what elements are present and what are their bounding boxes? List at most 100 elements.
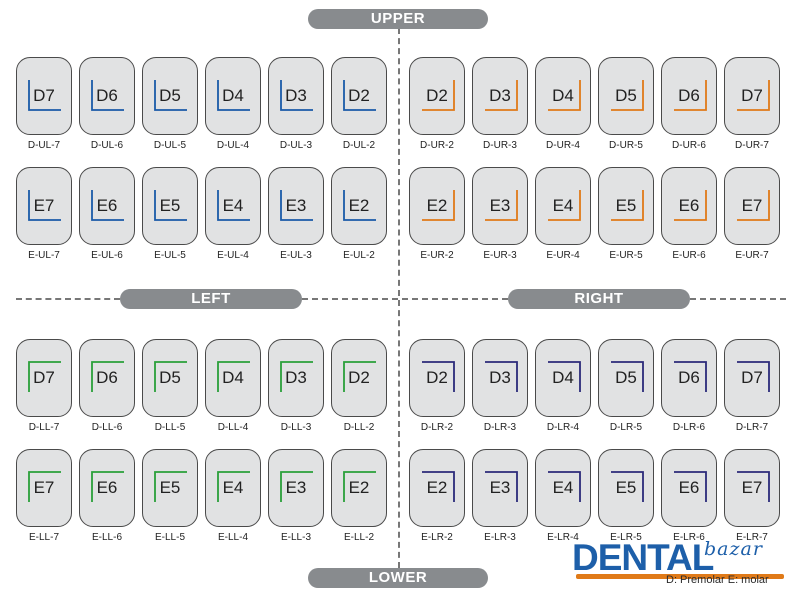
tooth-ur-e-5[interactable]: E7 (724, 167, 780, 245)
tooth-ul-e-2[interactable]: E5 (142, 167, 198, 245)
tooth-label: D-LR-3 (483, 422, 517, 433)
tooth-ll-d-5[interactable]: D2 (331, 339, 387, 417)
tooth-ur-e-4[interactable]: E6 (661, 167, 717, 245)
tooth-label: E-LL-3 (280, 532, 311, 543)
quadrant-bracket-icon (153, 360, 189, 394)
tooth-lr-e-4[interactable]: E6 (661, 449, 717, 527)
heading-lower: LOWER (308, 568, 488, 588)
quadrant-bracket-icon (27, 78, 63, 112)
tooth-label: D-UR-2 (420, 140, 454, 151)
tooth-code: D6 (678, 368, 700, 387)
tooth-label: D-LL-3 (280, 422, 312, 433)
tooth-code: E6 (678, 196, 700, 215)
tooth-code: E6 (678, 478, 700, 497)
tooth-ul-e-3[interactable]: E4 (205, 167, 261, 245)
quadrant-bracket-icon (420, 78, 456, 112)
tooth-label: D-UL-7 (27, 140, 61, 151)
quadrant-bracket-icon (420, 360, 456, 394)
tooth-label: E-UL-2 (343, 250, 375, 261)
logo-sub-text: bazar (704, 538, 763, 560)
tooth-ll-d-4[interactable]: D3 (268, 339, 324, 417)
tooth-code: D7 (33, 86, 55, 105)
tooth-lr-e-2[interactable]: E4 (535, 449, 591, 527)
tooth-lr-d-4[interactable]: D6 (661, 339, 717, 417)
tooth-ll-d-2[interactable]: D5 (142, 339, 198, 417)
tooth-label: D-LL-4 (217, 422, 249, 433)
tooth-lr-d-2[interactable]: D4 (535, 339, 591, 417)
quadrant-bracket-icon (90, 78, 126, 112)
quadrant-bracket-icon (279, 78, 315, 112)
tooth-label: E-UL-4 (217, 250, 249, 261)
tooth-ur-d-1[interactable]: D3 (472, 57, 528, 135)
quadrant-bracket-icon (672, 360, 708, 394)
tooth-label: E-UL-6 (91, 250, 123, 261)
tooth-label: E-UR-4 (546, 250, 580, 261)
tooth-ll-e-5[interactable]: E2 (331, 449, 387, 527)
tooth-code: D2 (348, 86, 370, 105)
tooth-code: E2 (426, 478, 448, 497)
tooth-code: D6 (96, 86, 118, 105)
tooth-code: E2 (348, 196, 370, 215)
tooth-lr-d-5[interactable]: D7 (724, 339, 780, 417)
tooth-lr-d-1[interactable]: D3 (472, 339, 528, 417)
tooth-code: D3 (489, 86, 511, 105)
tooth-ur-e-0[interactable]: E2 (409, 167, 465, 245)
tooth-code: D2 (348, 368, 370, 387)
tooth-lr-d-3[interactable]: D5 (598, 339, 654, 417)
tooth-ul-d-4[interactable]: D3 (268, 57, 324, 135)
tooth-ur-d-3[interactable]: D5 (598, 57, 654, 135)
tooth-code: E7 (33, 478, 55, 497)
quadrant-bracket-icon (342, 78, 378, 112)
tooth-ur-d-0[interactable]: D2 (409, 57, 465, 135)
tooth-code: D4 (222, 368, 244, 387)
quadrant-bracket-icon (216, 470, 252, 504)
tooth-code: E2 (348, 478, 370, 497)
tooth-ll-d-0[interactable]: D7 (16, 339, 72, 417)
tooth-ll-e-1[interactable]: E6 (79, 449, 135, 527)
tooth-ul-d-2[interactable]: D5 (142, 57, 198, 135)
tooth-ll-e-3[interactable]: E4 (205, 449, 261, 527)
tooth-ll-d-1[interactable]: D6 (79, 339, 135, 417)
tooth-label: D-UL-3 (279, 140, 313, 151)
tooth-ur-e-1[interactable]: E3 (472, 167, 528, 245)
tooth-label: D-UL-5 (153, 140, 187, 151)
tooth-label: D-UR-5 (609, 140, 643, 151)
tooth-ll-e-4[interactable]: E3 (268, 449, 324, 527)
tooth-ur-e-2[interactable]: E4 (535, 167, 591, 245)
tooth-code: E7 (741, 196, 763, 215)
quadrant-bracket-icon (420, 470, 456, 504)
tooth-ll-e-0[interactable]: E7 (16, 449, 72, 527)
quadrant-bracket-icon (609, 188, 645, 222)
tooth-ll-d-3[interactable]: D4 (205, 339, 261, 417)
tooth-ul-d-1[interactable]: D6 (79, 57, 135, 135)
tooth-code: D4 (552, 86, 574, 105)
quadrant-bracket-icon (342, 188, 378, 222)
tooth-lr-e-1[interactable]: E3 (472, 449, 528, 527)
tooth-ul-d-0[interactable]: D7 (16, 57, 72, 135)
tooth-code: E5 (159, 478, 181, 497)
tooth-ul-e-4[interactable]: E3 (268, 167, 324, 245)
tooth-lr-e-5[interactable]: E7 (724, 449, 780, 527)
tooth-ul-e-0[interactable]: E7 (16, 167, 72, 245)
tooth-ll-e-2[interactable]: E5 (142, 449, 198, 527)
tooth-lr-e-0[interactable]: E2 (409, 449, 465, 527)
tooth-ur-e-3[interactable]: E5 (598, 167, 654, 245)
tooth-label: D-LR-2 (420, 422, 454, 433)
tooth-ur-d-4[interactable]: D6 (661, 57, 717, 135)
tooth-code: D3 (285, 368, 307, 387)
tooth-lr-e-3[interactable]: E5 (598, 449, 654, 527)
tooth-lr-d-0[interactable]: D2 (409, 339, 465, 417)
tooth-ul-e-1[interactable]: E6 (79, 167, 135, 245)
tooth-label: E-UR-2 (420, 250, 454, 261)
tooth-ul-d-3[interactable]: D4 (205, 57, 261, 135)
tooth-code: E6 (96, 196, 118, 215)
tooth-code: D7 (33, 368, 55, 387)
tooth-label: E-UL-3 (280, 250, 312, 261)
quadrant-bracket-icon (90, 188, 126, 222)
tooth-ul-e-5[interactable]: E2 (331, 167, 387, 245)
tooth-ur-d-2[interactable]: D4 (535, 57, 591, 135)
tooth-ul-d-5[interactable]: D2 (331, 57, 387, 135)
tooth-ur-d-5[interactable]: D7 (724, 57, 780, 135)
quadrant-bracket-icon (672, 78, 708, 112)
tooth-label: D-LR-7 (735, 422, 769, 433)
